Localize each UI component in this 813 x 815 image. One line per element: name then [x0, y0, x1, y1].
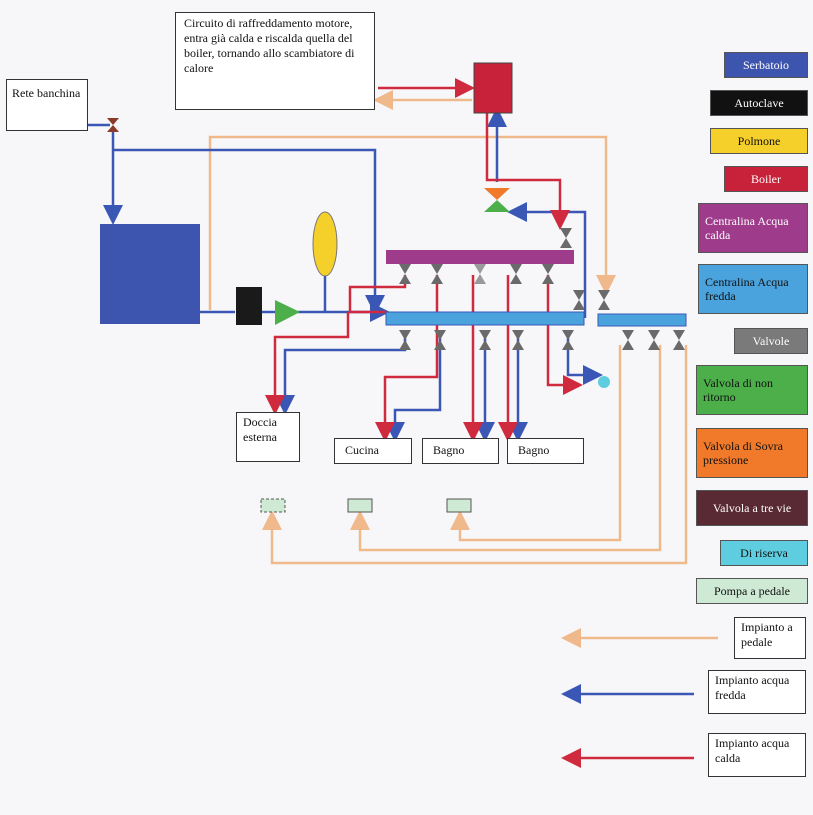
legend-label-calda: Impianto acqua calda — [708, 733, 806, 777]
legend-label-pedale: Impianto a pedale — [734, 617, 806, 659]
pedal-pump-cucina — [347, 498, 373, 513]
hot-manifold — [386, 250, 574, 264]
legend-item-polmone: Polmone — [710, 128, 808, 154]
pedal-pump-bagno — [446, 498, 472, 513]
legend-item-serbatoio: Serbatoio — [724, 52, 808, 78]
valve-icons — [107, 118, 685, 350]
outlet-bagno-2: Bagno — [507, 438, 584, 464]
legend-item-valvole: Valvole — [734, 328, 808, 354]
polmone-vessel — [312, 211, 338, 277]
cold-manifold — [385, 311, 585, 326]
pedal-pump-doccia — [260, 498, 286, 513]
legend-item-pompa-a-pedale: Pompa a pedale — [696, 578, 808, 604]
note-rete-banchina: Rete banchina — [6, 79, 88, 131]
pedal-lines — [208, 90, 688, 565]
three-way-valve-icon — [484, 188, 510, 212]
note-cooling-circuit: Circuito di raffreddamento motore, entra… — [175, 12, 375, 110]
autoclave-unit — [236, 287, 262, 325]
legend-item-boiler: Boiler — [724, 166, 808, 192]
reserve-outlet-icon — [598, 376, 610, 388]
boiler-unit — [473, 62, 513, 114]
outlet-cucina: Cucina — [334, 438, 412, 464]
check-valve-icon — [275, 300, 300, 325]
legend-item-valvola-di-sovra-pressione: Valvola di Sovra pressione — [696, 428, 808, 478]
outlet-doccia-esterna: Doccia esterna — [236, 412, 300, 462]
legend-item-valvola-di-non-ritorno: Valvola di non ritorno — [696, 365, 808, 415]
legend-item-di-riserva: Di riserva — [720, 540, 808, 566]
outlet-bagno-1: Bagno — [422, 438, 499, 464]
legend-item-centralina-acqua-calda: Centralina Acqua calda — [698, 203, 808, 253]
cold-manifold-pedal — [597, 313, 687, 327]
legend-item-valvola-a-tre-vie: Valvola a tre vie — [696, 490, 808, 526]
legend-item-autoclave: Autoclave — [710, 90, 808, 116]
legend-item-centralina-acqua-fredda: Centralina Acqua fredda — [698, 264, 808, 314]
legend-label-fredda: Impianto acqua fredda — [708, 670, 806, 714]
serbatoio-tank — [100, 224, 200, 324]
